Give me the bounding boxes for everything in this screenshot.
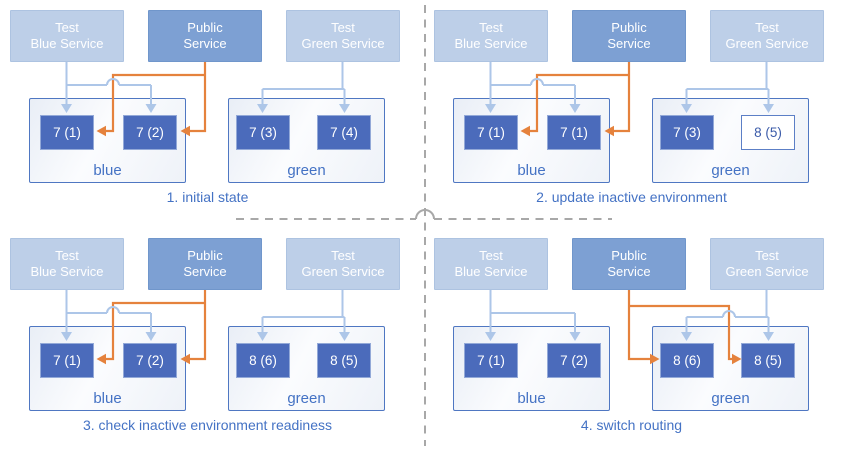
pod-replica: 7 (3) [660, 115, 714, 150]
environment-label: green [711, 390, 750, 407]
pod-replica: 7 (1) [464, 343, 518, 378]
step-caption: 2. update inactive environment [536, 189, 727, 205]
service-label-line: Service [607, 36, 651, 51]
green-environment: 7 (3) 8 (5) green [652, 98, 809, 183]
blue-environment: 7 (1) 7 (2) blue [29, 326, 186, 411]
service-label-line: Green Service [725, 36, 809, 51]
public-service-box: Public Service [572, 238, 686, 290]
pod-replica: 7 (4) [317, 115, 371, 150]
pod-replica: 7 (3) [236, 115, 290, 150]
test-green-service-box: Test Green Service [710, 238, 824, 290]
service-label-line: Service [183, 36, 227, 51]
service-label-line: Test [55, 19, 79, 35]
service-label-line: Test [755, 19, 779, 35]
service-label-line: Service [607, 264, 651, 279]
pod-replica: 7 (2) [123, 115, 177, 150]
step-caption: 1. initial state [166, 189, 249, 205]
service-label-line: Test [479, 19, 503, 35]
environment-label: green [287, 162, 326, 179]
service-label-line: Blue Service [454, 36, 528, 51]
step-3-panel: Test Blue Service Public Service Test Gr… [0, 228, 424, 456]
service-label-line: Blue Service [454, 264, 528, 279]
pod-replica: 8 (5) [741, 343, 795, 378]
test-blue-service-box: Test Blue Service [10, 10, 124, 62]
pod-replica: 8 (6) [660, 343, 714, 378]
environment-label: blue [93, 390, 122, 407]
divider-crossing-jump-arc [415, 209, 435, 220]
service-label-line: Public [187, 247, 223, 263]
service-label-line: Test [479, 247, 503, 263]
green-environment: 8 (6) 8 (5) green [228, 326, 385, 411]
pod-replica: 7 (2) [547, 343, 601, 378]
environment-label: blue [517, 162, 546, 179]
step-caption: 3. check inactive environment readiness [82, 417, 333, 433]
pod-replica: 7 (1) [40, 115, 94, 150]
service-label-line: Public [611, 247, 647, 263]
service-label-line: Green Service [301, 36, 385, 51]
public-service-box: Public Service [572, 10, 686, 62]
test-blue-service-box: Test Blue Service [434, 238, 548, 290]
green-environment: 8 (6) 8 (5) green [652, 326, 809, 411]
pod-replica: 7 (2) [123, 343, 177, 378]
green-environment: 7 (3) 7 (4) green [228, 98, 385, 183]
step-4-panel: Test Blue Service Public Service Test Gr… [424, 228, 848, 456]
pod-replica: 8 (5) [741, 115, 795, 150]
service-label-line: Blue Service [30, 264, 104, 279]
test-green-service-box: Test Green Service [710, 10, 824, 62]
step-1-panel: Test Blue Service Public Service Test Gr… [0, 0, 424, 228]
test-blue-service-box: Test Blue Service [10, 238, 124, 290]
public-service-box: Public Service [148, 10, 262, 62]
step-2-panel: Test Blue Service Public Service Test Gr… [424, 0, 848, 228]
service-label-line: Public [611, 19, 647, 35]
service-label-line: Service [183, 264, 227, 279]
pod-replica: 8 (5) [317, 343, 371, 378]
pod-replica: 7 (1) [40, 343, 94, 378]
service-label-line: Test [331, 19, 355, 35]
pod-replica: 8 (6) [236, 343, 290, 378]
pod-replica: 7 (1) [547, 115, 601, 150]
environment-label: green [287, 390, 326, 407]
blue-environment: 7 (1) 7 (2) blue [453, 326, 610, 411]
service-label-line: Green Service [301, 264, 385, 279]
test-green-service-box: Test Green Service [286, 10, 400, 62]
service-label-line: Test [55, 247, 79, 263]
test-green-service-box: Test Green Service [286, 238, 400, 290]
service-label-line: Public [187, 19, 223, 35]
blue-environment: 7 (1) 7 (1) blue [453, 98, 610, 183]
service-label-line: Green Service [725, 264, 809, 279]
blue-environment: 7 (1) 7 (2) blue [29, 98, 186, 183]
environment-label: green [711, 162, 750, 179]
service-label-line: Test [755, 247, 779, 263]
public-service-box: Public Service [148, 238, 262, 290]
environment-label: blue [517, 390, 546, 407]
step-caption: 4. switch routing [580, 417, 683, 433]
service-label-line: Blue Service [30, 36, 104, 51]
service-label-line: Test [331, 247, 355, 263]
test-blue-service-box: Test Blue Service [434, 10, 548, 62]
pod-replica: 7 (1) [464, 115, 518, 150]
environment-label: blue [93, 162, 122, 179]
